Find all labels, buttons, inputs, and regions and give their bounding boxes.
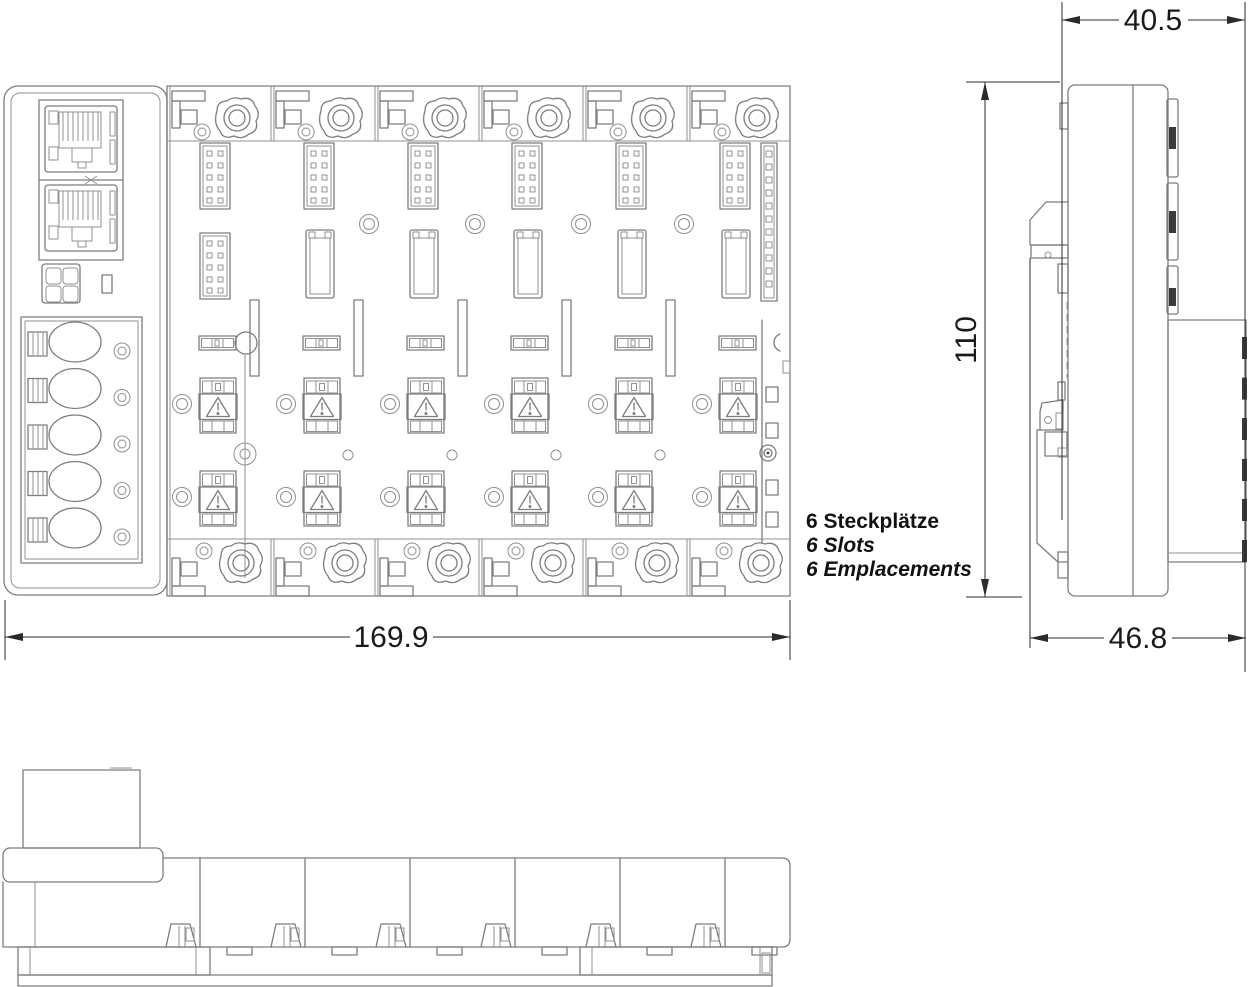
arrow-right-icon (1228, 634, 1246, 642)
bottom-head-block (22, 769, 141, 849)
slot-count-label-de: 6 Steckplätze (806, 510, 939, 533)
arrow-right-icon (772, 633, 790, 641)
bottom-tabs (226, 946, 778, 956)
dimension-width: 169.9 (4, 600, 791, 660)
slot-count-label-en: 6 Slots (806, 534, 875, 557)
bottom-head-flange (2, 847, 164, 883)
bottom-body-outline (2, 857, 791, 948)
arrow-right-icon (1227, 16, 1245, 24)
dimension-height: 110 (950, 81, 1060, 598)
side-bottom-tab (1057, 551, 1069, 579)
bottom-feet (17, 946, 773, 987)
small-slot-opening (101, 274, 113, 294)
slot-4 (483, 90, 575, 597)
terminal-block (20, 316, 143, 564)
arrow-up-icon (981, 82, 989, 100)
rj45-port-1 (44, 105, 118, 173)
dimension-depth-top-value: 40.5 (1124, 4, 1182, 37)
arrow-left-icon (5, 633, 23, 641)
front-view (3, 85, 791, 597)
power-connector (41, 263, 81, 304)
terminal-row (27, 367, 131, 410)
terminal-row (27, 507, 131, 549)
x-mark-icon (84, 175, 98, 185)
slot-5 (587, 90, 679, 597)
terminal-row (27, 321, 131, 363)
terminal-row (27, 460, 131, 503)
bottom-dividers (199, 857, 726, 948)
slot-3 (379, 90, 471, 597)
right-edge-connector-strip (759, 142, 791, 544)
bottom-view (2, 767, 791, 987)
arrow-down-icon (981, 579, 989, 597)
dimension-depth-bottom-value: 46.8 (1109, 622, 1167, 655)
dimension-width-value: 169.9 (353, 621, 428, 654)
bottom-base-plate (17, 974, 773, 987)
rj45-port-2 (44, 184, 118, 252)
side-right-latches (1166, 98, 1179, 315)
arrow-left-icon (1062, 16, 1080, 24)
slot-1 (171, 90, 263, 597)
dimension-depth-bottom: 46.8 (1029, 258, 1246, 655)
slot-dividers (270, 86, 691, 596)
slot-6 (691, 90, 783, 597)
bottom-clips (165, 923, 722, 948)
dimension-height-value: 110 (950, 316, 983, 364)
ethernet-ports (38, 99, 124, 261)
arrow-left-icon (1030, 634, 1048, 642)
head-module (3, 85, 168, 596)
dimension-depth-top: 40.5 (1061, 2, 1246, 672)
slot-2 (275, 90, 367, 597)
rear-block (1167, 319, 1247, 563)
side-view (1029, 84, 1247, 597)
side-left-tab (1059, 102, 1069, 130)
side-front-flange (1029, 201, 1069, 294)
slot-area (166, 85, 791, 597)
slot-count-labels: 6 Steckplätze 6 Slots 6 Emplacements (806, 510, 972, 581)
terminal-row (27, 414, 131, 456)
slot-count-label-fr: 6 Emplacements (806, 558, 972, 581)
